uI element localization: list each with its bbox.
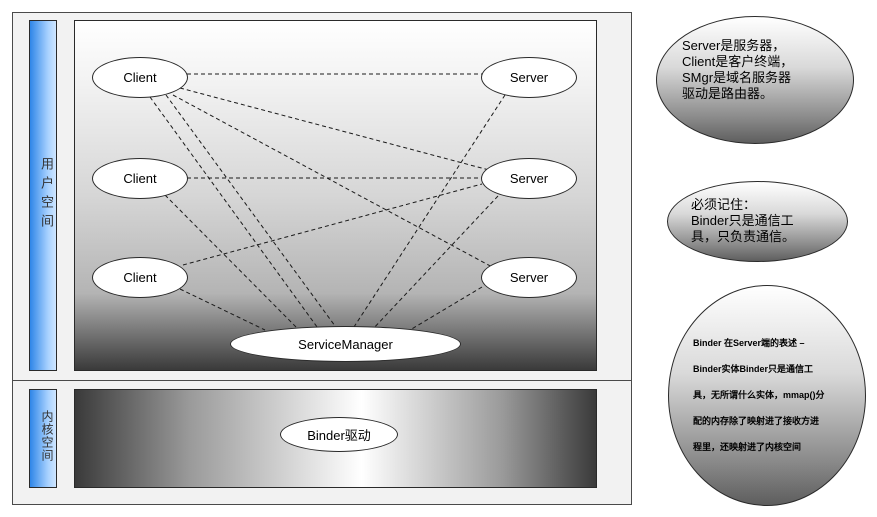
client-label: Client bbox=[123, 171, 157, 186]
note-line: Binder 在Server端的表述 – bbox=[693, 338, 805, 348]
analogy-note-text: Server是服务器， Client是客户终端， SMgr是域名服务器 驱动是路… bbox=[682, 38, 842, 102]
edge-server1-servicemanager bbox=[351, 94, 506, 331]
edge-client1-servicemanager-b bbox=[165, 94, 339, 331]
kernel-space-panel bbox=[74, 389, 597, 488]
user-space-label-bar: 用户空间 bbox=[29, 20, 57, 371]
note-line: Binder实体Binder只是通信工 bbox=[693, 364, 814, 374]
note-line: 必须记住： bbox=[691, 197, 757, 212]
client-node: Client bbox=[92, 57, 188, 98]
analogy-note: Server是服务器， Client是客户终端， SMgr是域名服务器 驱动是路… bbox=[656, 16, 854, 144]
note-line: Client是客户终端， bbox=[682, 54, 794, 69]
kernel-space-label-bar: 内核空间 bbox=[29, 389, 57, 488]
server-node: Server bbox=[481, 158, 577, 199]
client-label: Client bbox=[123, 270, 157, 285]
edge-server3-servicemanager bbox=[409, 286, 483, 331]
note-line: Server是服务器， bbox=[682, 38, 786, 53]
edge-client1-server2 bbox=[179, 87, 490, 171]
server-node: Server bbox=[481, 257, 577, 298]
service-manager-label: ServiceManager bbox=[298, 336, 393, 352]
edge-server2-servicemanager bbox=[371, 195, 499, 331]
user-space-label: 用户空间 bbox=[39, 157, 54, 233]
note-line: 驱动是路由器。 bbox=[682, 86, 774, 101]
binder-entity-note-text: Binder 在Server端的表述 – Binder实体Binder只是通信工… bbox=[693, 330, 861, 460]
kernel-space-label: 内核空间 bbox=[40, 410, 54, 462]
client-node: Client bbox=[92, 158, 188, 199]
client-label: Client bbox=[123, 70, 157, 85]
binder-driver-label: Binder驱动 bbox=[307, 428, 371, 443]
note-line: 配的内存除了映射进了接收方进 bbox=[693, 416, 820, 426]
note-line: Binder只是通信工 bbox=[691, 213, 794, 228]
server-label: Server bbox=[509, 171, 549, 186]
edge-client3-server2 bbox=[182, 183, 483, 266]
note-line: 具，只负责通信。 bbox=[691, 229, 796, 244]
note-line: 程里，还映射进了内核空间 bbox=[693, 442, 802, 452]
server-label: Server bbox=[509, 70, 549, 85]
server-label: Server bbox=[509, 270, 549, 285]
client-node: Client bbox=[92, 257, 188, 298]
binder-driver-node: Binder驱动 bbox=[280, 417, 398, 452]
remember-note-text: 必须记住： Binder只是通信工 具，只负责通信。 bbox=[691, 197, 841, 245]
note-line: 具，无所谓什么实体，mmap()分 bbox=[693, 390, 825, 400]
service-manager-node: ServiceManager bbox=[230, 326, 461, 362]
edge-client1-servicemanager-a bbox=[149, 96, 321, 332]
edge-client3-servicemanager bbox=[179, 288, 266, 331]
server-node: Server bbox=[481, 57, 577, 98]
layer-divider bbox=[12, 380, 632, 381]
edge-client1-server3 bbox=[172, 94, 495, 269]
edge-client2-servicemanager bbox=[164, 194, 301, 332]
note-line: SMgr是域名服务器 bbox=[682, 70, 792, 85]
remember-note: 必须记住： Binder只是通信工 具，只负责通信。 bbox=[667, 181, 848, 262]
binder-entity-note: Binder 在Server端的表述 – Binder实体Binder只是通信工… bbox=[668, 285, 866, 506]
